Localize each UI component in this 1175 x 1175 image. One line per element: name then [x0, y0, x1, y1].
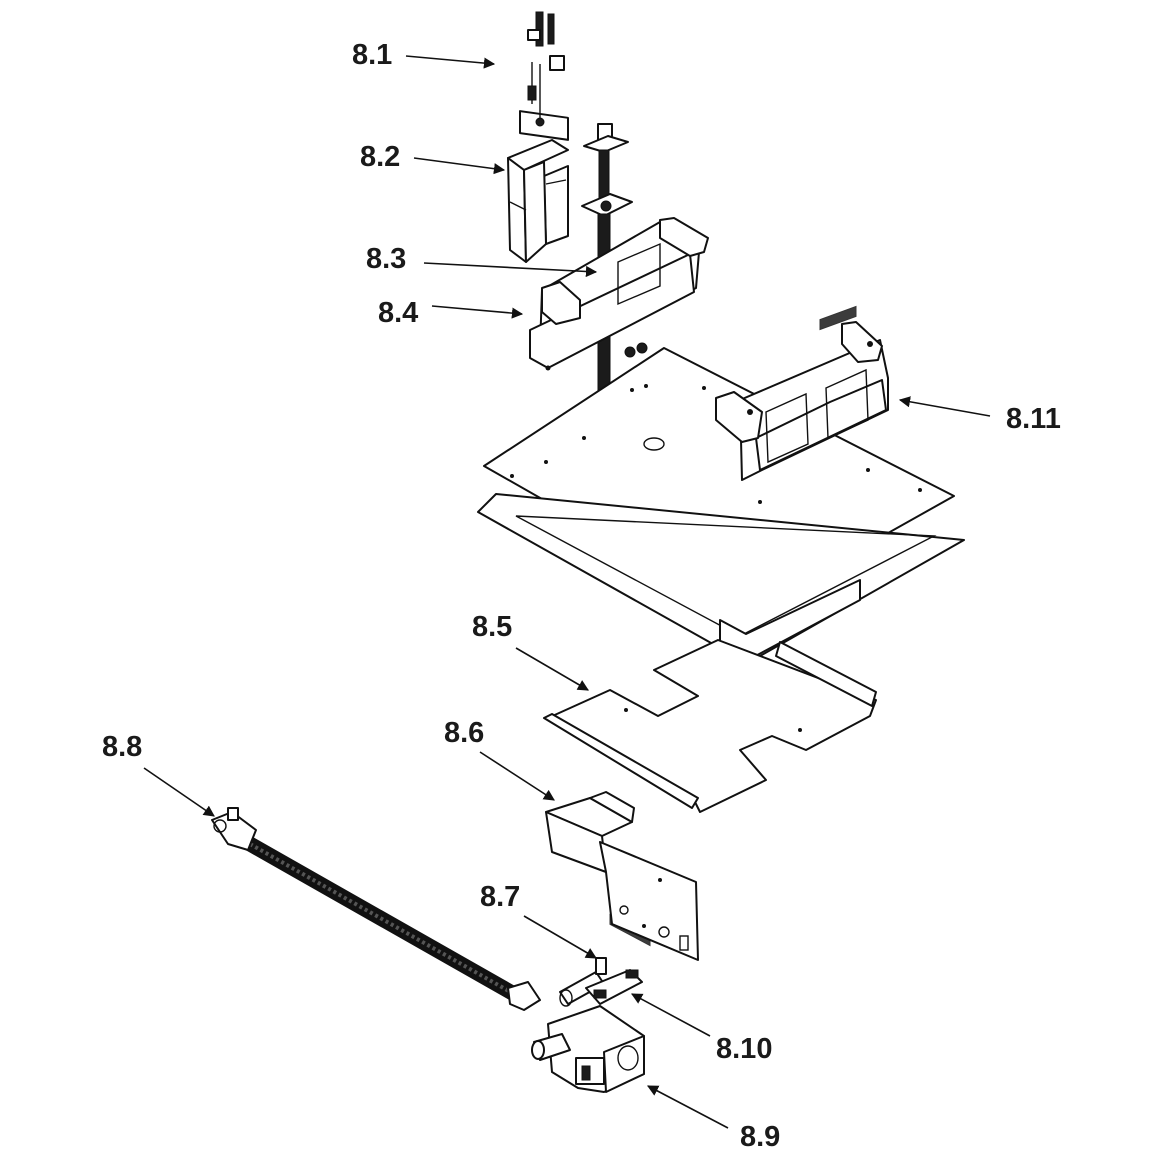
rear-bracket-part [715, 321, 889, 481]
callout-8-3: 8.3 [366, 243, 406, 275]
heat-shield-part [543, 639, 877, 813]
callout-8-5: 8.5 [472, 611, 512, 643]
valve-bracket-part [545, 791, 699, 961]
leader-8-4 [431, 305, 524, 319]
leader-8-5 [515, 647, 589, 691]
callout-8-10: 8.10 [716, 1033, 772, 1065]
callout-8-4: 8.4 [378, 297, 418, 329]
leader-8-10 [631, 993, 711, 1037]
leader-8-6 [479, 751, 555, 801]
callout-8-7: 8.7 [480, 881, 520, 913]
leader-8-9 [647, 1085, 729, 1129]
leader-8-11 [898, 396, 991, 417]
leader-8-3 [423, 262, 598, 278]
pilot-assembly-part [519, 11, 569, 141]
callout-8-9: 8.9 [740, 1121, 780, 1153]
pilot-hood-part [507, 139, 569, 263]
leader-8-1 [405, 55, 496, 69]
leader-8-8 [143, 767, 215, 817]
leader-8-7 [523, 915, 597, 959]
front-bracket-part [529, 217, 709, 371]
leader-8-2 [413, 157, 506, 175]
callout-8-1: 8.1 [352, 39, 392, 71]
callout-8-8: 8.8 [102, 731, 142, 763]
electrical-connector-part [585, 969, 643, 1005]
gas-valve-part [531, 1005, 645, 1093]
callout-8-2: 8.2 [360, 141, 400, 173]
gas-line-part [211, 807, 541, 1011]
callout-8-11: 8.11 [1006, 403, 1061, 435]
callout-8-6: 8.6 [444, 717, 484, 749]
